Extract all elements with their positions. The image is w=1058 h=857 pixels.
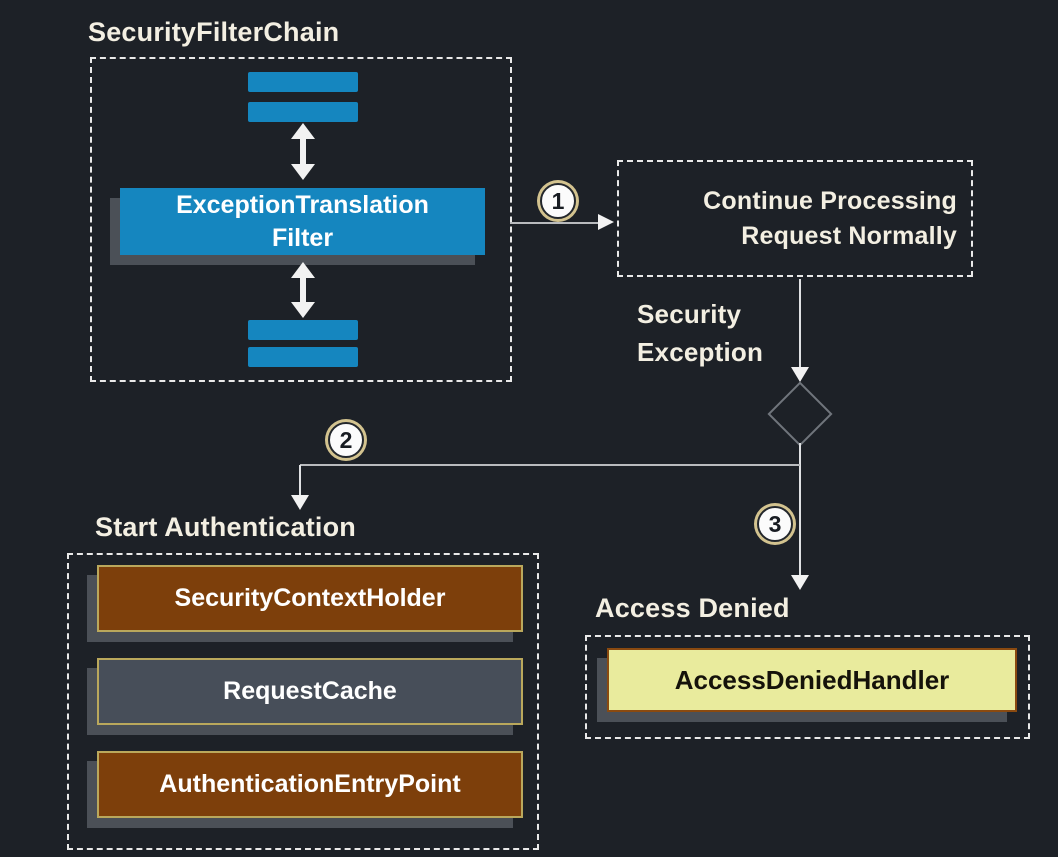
- connector-line: [299, 465, 301, 497]
- access-denied-handler-node: AccessDeniedHandler: [607, 648, 1017, 712]
- arrow-right-icon: [598, 214, 614, 230]
- decision-diamond: [767, 381, 833, 447]
- step-1-badge: 1: [540, 183, 576, 219]
- connector-line: [300, 464, 800, 466]
- continue-processing-line2: Request Normally: [741, 221, 957, 250]
- filter-bar-icon: [248, 347, 358, 367]
- continue-processing-box: Continue Processing Request Normally: [617, 160, 973, 277]
- authentication-entry-point-node: AuthenticationEntryPoint: [97, 751, 523, 818]
- step-2-badge: 2: [328, 422, 364, 458]
- security-filter-chain-title: SecurityFilterChain: [88, 17, 340, 47]
- arrow-down-icon: [791, 575, 809, 590]
- access-denied-title: Access Denied: [595, 593, 790, 623]
- security-filter-chain-box: [90, 57, 512, 382]
- filter-bar-icon: [248, 320, 358, 340]
- exception-translation-filter-node: ExceptionTranslation Filter: [120, 188, 485, 255]
- filter-node-label-line2: Filter: [271, 223, 334, 252]
- connector-line: [510, 222, 600, 224]
- start-authentication-title: Start Authentication: [95, 512, 357, 542]
- continue-processing-line1: Continue Processing: [703, 186, 957, 215]
- step-3-badge: 3: [757, 506, 793, 542]
- filter-bar-icon: [248, 102, 358, 122]
- connector-line: [799, 279, 801, 367]
- filter-node-label-line1: ExceptionTranslation: [176, 191, 429, 219]
- double-arrow-icon: [291, 262, 315, 318]
- double-arrow-icon: [291, 123, 315, 180]
- start-authentication-box: [67, 553, 539, 850]
- security-exception-label: Security Exception: [637, 299, 764, 367]
- arrow-down-icon: [291, 495, 309, 510]
- access-denied-box: [585, 635, 1030, 739]
- request-cache-node: RequestCache: [97, 658, 523, 725]
- security-context-holder-node: SecurityContextHolder: [97, 565, 523, 632]
- connector-line: [799, 443, 801, 576]
- filter-bar-icon: [248, 72, 358, 92]
- arrow-down-icon: [791, 367, 809, 382]
